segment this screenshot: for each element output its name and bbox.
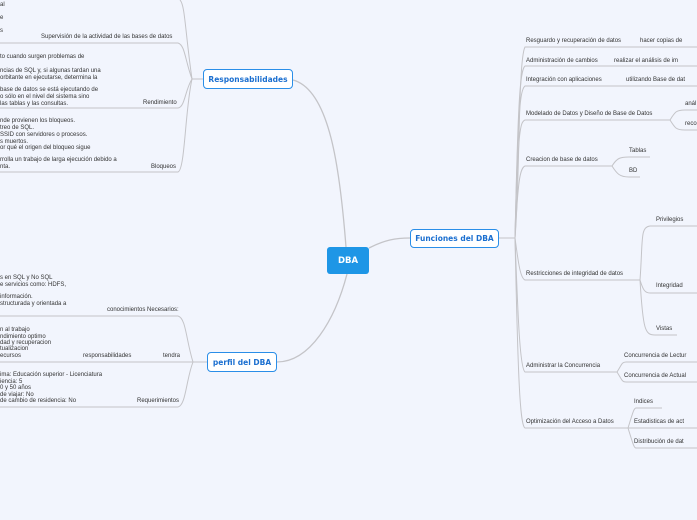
node-responsabilidades[interactable]: Responsabilidades bbox=[203, 69, 293, 89]
text-line: to cuando surgen problemas de bbox=[0, 54, 85, 60]
topic-rendimiento[interactable]: Rendimiento bbox=[143, 100, 177, 106]
branch-restricciones[interactable]: Restricciones de integridad de datos bbox=[526, 271, 624, 277]
text-line: ncias de SQL y, si algunas tardan una bbox=[0, 68, 101, 74]
text-line: ima: Educación superior - Licenciatura bbox=[0, 372, 103, 378]
branch-optimizacion[interactable]: Optimización del Acceso a Datos bbox=[526, 419, 614, 425]
text-line: 0 y 50 años bbox=[0, 385, 32, 391]
topic-conocimientos[interactable]: conocimientos Necesarios: bbox=[107, 307, 179, 313]
leaf-indices[interactable]: Indices bbox=[634, 399, 654, 405]
text-line: base de datos se está ejecutando de bbox=[0, 87, 99, 93]
text-line: dad y recuperacion bbox=[0, 340, 52, 346]
text-line: iencia: 5 bbox=[0, 379, 23, 385]
root-node-dba[interactable]: DBA bbox=[327, 247, 369, 274]
text-line: or qué el origen del bloqueo sigue bbox=[0, 145, 91, 151]
branch-concurrencia[interactable]: Administrar la Concurrencia bbox=[526, 363, 601, 369]
text-line: orbitante en ejecutarse, determina la bbox=[0, 75, 98, 81]
topic-fragment: e bbox=[0, 15, 4, 21]
text-line: SSID con servidores o procesos. bbox=[0, 132, 88, 138]
leaf-concurrencia-actualizacion[interactable]: Concurrencia de Actual bbox=[624, 373, 687, 379]
topic-requerimientos[interactable]: Requerimientos bbox=[137, 398, 180, 404]
branch-modelado[interactable]: Modelado de Datos y Diseño de Base de Da… bbox=[526, 111, 653, 117]
text-line: n al trabajo bbox=[0, 327, 30, 333]
node-perfil-del-dba[interactable]: perfil del DBA bbox=[207, 352, 277, 372]
leaf-distribucion[interactable]: Distribución de dat bbox=[634, 439, 684, 445]
text-line: s en SQL y No SQL bbox=[0, 275, 53, 281]
leaf-vistas[interactable]: Vistas bbox=[656, 326, 673, 332]
text-line: nta. bbox=[0, 164, 11, 170]
text-line: e servicios como: HDFS, bbox=[0, 282, 67, 288]
topic-tendra[interactable]: tendra bbox=[163, 353, 181, 359]
text-line: structurada y orientada a bbox=[0, 301, 67, 307]
topic-bloqueos[interactable]: Bloqueos bbox=[151, 164, 177, 170]
leaf-privilegios[interactable]: Privilegios bbox=[656, 217, 684, 223]
leaf-analisis-2[interactable]: anál bbox=[685, 101, 697, 107]
text-line: s muertos. bbox=[0, 139, 29, 145]
topic-responsabilidades-sub[interactable]: responsabilidades bbox=[83, 353, 132, 359]
text-line: de viajar: No bbox=[0, 392, 34, 398]
leaf-integridad[interactable]: Integridad bbox=[656, 283, 683, 289]
leaf-tablas[interactable]: Tablas bbox=[629, 148, 647, 154]
branch-integracion[interactable]: Integración con aplicaciones bbox=[526, 77, 602, 83]
branch-administracion-cambios[interactable]: Administración de cambios bbox=[526, 58, 598, 64]
node-funciones-del-dba[interactable]: Funciones del DBA bbox=[410, 229, 499, 248]
text-line: nde provienen los bloqueos. bbox=[0, 118, 76, 124]
leaf-analisis[interactable]: realizar el análisis de im bbox=[614, 58, 679, 64]
text-line: tualizacion bbox=[0, 346, 29, 352]
text-line: treo de SQL. bbox=[0, 125, 35, 131]
topic-fragment: s bbox=[0, 28, 3, 34]
text-line: ecursos bbox=[0, 353, 22, 359]
text-line: las tablas y las consultas. bbox=[0, 101, 69, 107]
leaf-concurrencia-lectura[interactable]: Concurrencia de Lectur bbox=[624, 353, 687, 359]
leaf-hacer-copias[interactable]: hacer copias de bbox=[640, 38, 683, 44]
text-line: ndimiento optimo bbox=[0, 334, 46, 340]
text-line: rrolla un trabajo de larga ejecución deb… bbox=[0, 157, 117, 163]
leaf-bd[interactable]: BD bbox=[629, 168, 638, 174]
branch-resguardo[interactable]: Resguardo y recuperación de datos bbox=[526, 38, 622, 44]
text-line: o sólo en el nivel del sistema sino bbox=[0, 94, 90, 100]
branch-creacion[interactable]: Creacion de base de datos bbox=[526, 157, 598, 163]
text-line: información. bbox=[0, 294, 33, 300]
leaf-utilizando[interactable]: utilizando Base de dat bbox=[626, 77, 686, 83]
topic-fragment: al bbox=[0, 2, 5, 8]
text-line: de cambio de residencia: No bbox=[0, 398, 77, 404]
leaf-estadisticas[interactable]: Estadisticas de act bbox=[634, 419, 685, 425]
topic-supervision[interactable]: Supervisión de la actividad de las bases… bbox=[41, 34, 173, 40]
leaf-reco[interactable]: reco bbox=[685, 121, 697, 127]
